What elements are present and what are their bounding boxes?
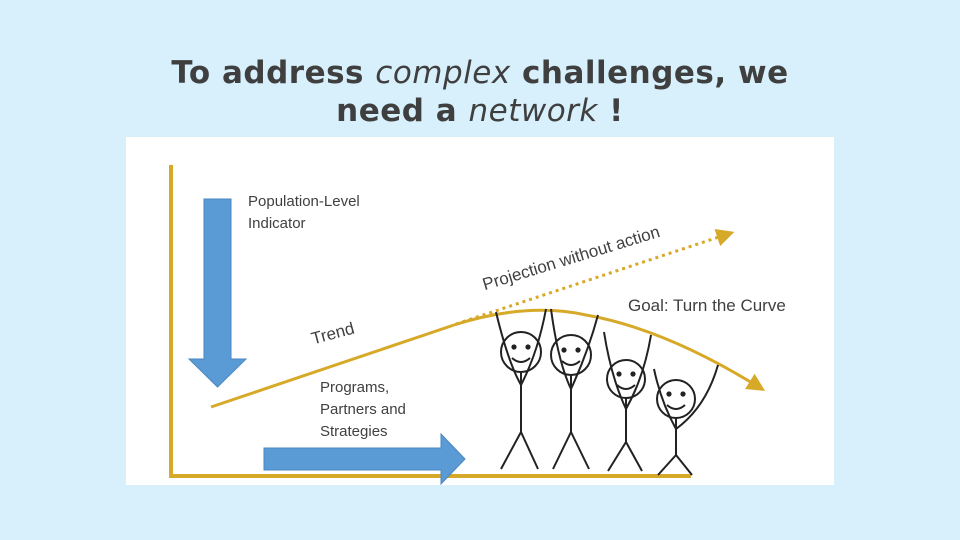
- chart-axes: [169, 165, 691, 478]
- indicator-label: Population-Level Indicator: [248, 191, 360, 235]
- down-arrow-icon: [187, 198, 248, 388]
- title-text: To address: [171, 55, 376, 91]
- programs-label: Programs, Partners and Strategies: [320, 377, 406, 443]
- programs-label-line-1: Programs,: [320, 379, 390, 396]
- title-text: challenges, we: [510, 55, 789, 91]
- stick-figure-4: [653, 364, 719, 476]
- title-emphasis-network: network: [468, 93, 598, 129]
- diagram-canvas: [169, 165, 766, 485]
- trend-line: [210, 323, 455, 409]
- turn-the-curve-diagram: Population-Level Indicator Trend Project…: [126, 137, 834, 485]
- programs-label-line-2: Partners and: [320, 401, 406, 418]
- stick-figure-3: [603, 331, 652, 472]
- right-arrow-icon: [263, 432, 466, 485]
- goal-curve: [453, 308, 766, 391]
- title-emphasis-complex: complex: [375, 55, 511, 91]
- title-text: need a: [336, 93, 469, 129]
- goal-label: Goal: Turn the Curve: [628, 296, 786, 315]
- indicator-label-line-2: Indicator: [248, 215, 306, 232]
- title-text: !: [597, 93, 624, 129]
- stick-figure-1: [495, 308, 547, 470]
- indicator-label-line-1: Population-Level: [248, 193, 360, 210]
- programs-label-line-3: Strategies: [320, 423, 388, 440]
- title-line-1: To address complex challenges, we: [100, 54, 860, 92]
- stick-figure-2: [550, 308, 599, 470]
- title-line-2: need a network !: [100, 92, 860, 130]
